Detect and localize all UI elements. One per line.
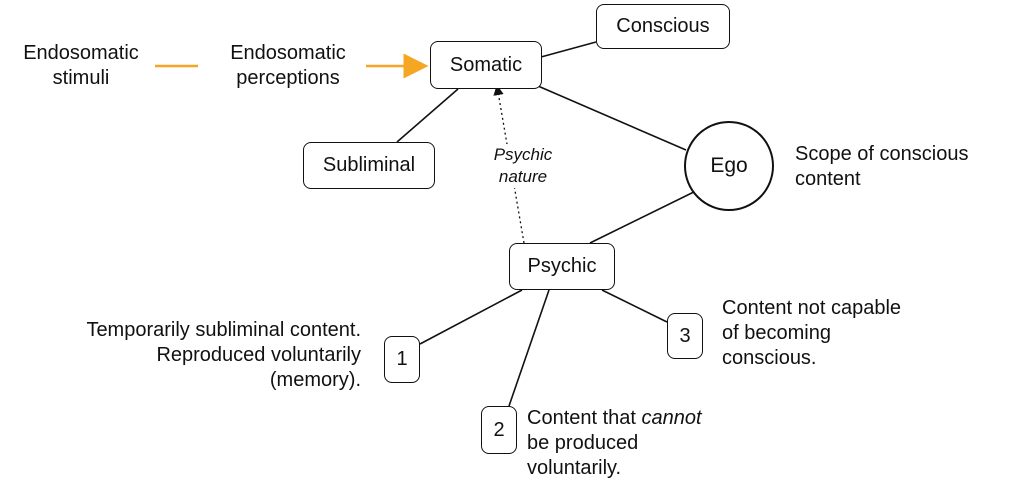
node-ego-label: Ego bbox=[710, 154, 748, 177]
edge-somatic-conscious bbox=[540, 41, 597, 58]
edge-somatic-ego bbox=[537, 85, 687, 151]
node-conscious: Conscious bbox=[596, 4, 730, 49]
content-two-description: Content that cannot be produced voluntar… bbox=[527, 407, 702, 479]
edge-psychic-ego bbox=[589, 186, 705, 244]
node-two: 2 bbox=[481, 406, 517, 454]
node-one-label: 1 bbox=[396, 348, 408, 370]
node-somatic-label: Somatic bbox=[449, 53, 523, 76]
content-three-description: Content not capable of becoming consciou… bbox=[722, 297, 902, 369]
node-somatic: Somatic bbox=[430, 41, 542, 89]
edge-psychic-three bbox=[601, 289, 668, 323]
node-subliminal-label: Subliminal bbox=[322, 154, 416, 176]
node-one: 1 bbox=[384, 336, 420, 383]
content-one-description: Temporarily subliminal content. Reproduc… bbox=[86, 319, 361, 391]
node-ego: Ego bbox=[684, 121, 774, 211]
edge-psychic-two bbox=[508, 289, 550, 407]
endosomatic-perceptions-label: Endosomatic perceptions bbox=[230, 42, 346, 89]
edge-psychic-one bbox=[419, 289, 523, 345]
endosomatic-stimuli-label: Endosomatic stimuli bbox=[23, 42, 139, 89]
node-psychic: Psychic bbox=[509, 243, 615, 290]
node-subliminal: Subliminal bbox=[303, 142, 435, 189]
edge-somatic-subliminal bbox=[396, 88, 459, 143]
node-three-label: 3 bbox=[679, 324, 691, 347]
ego-scope-description: Scope of conscious content bbox=[795, 143, 969, 190]
node-conscious-label: Conscious bbox=[616, 15, 710, 37]
psychic-nature-label: Psychic nature bbox=[478, 144, 568, 188]
edge-psychic-nature-dotted bbox=[493, 84, 525, 244]
node-psychic-label: Psychic bbox=[527, 255, 597, 277]
node-two-label: 2 bbox=[493, 418, 505, 441]
node-three: 3 bbox=[667, 313, 703, 359]
